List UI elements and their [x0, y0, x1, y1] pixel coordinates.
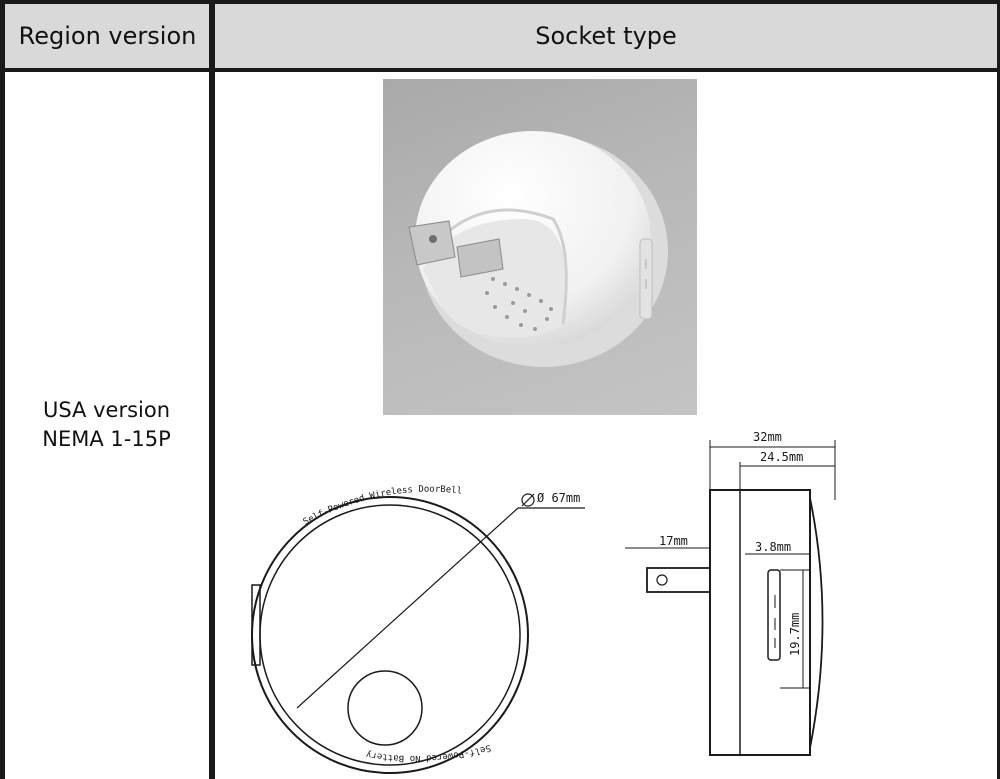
table-border-middle	[209, 0, 215, 779]
dim-prong-length: 17mm	[659, 534, 688, 548]
technical-drawing: Self-Powered Wireless DoorBell Self-Powe…	[251, 430, 836, 774]
doorbell-receiver-photo	[383, 79, 697, 415]
dim-slot-width: 3.8mm	[755, 540, 791, 554]
region-line-1: USA version	[42, 398, 171, 422]
region-cell: USA version NEMA 1-15P	[5, 396, 208, 454]
front-view	[251, 493, 585, 774]
header-region-version: Region version	[5, 4, 210, 68]
header-socket-type: Socket type	[215, 4, 997, 68]
table-border-top	[0, 0, 1000, 4]
dim-slot-height: 19.7mm	[788, 613, 802, 656]
doorbell-render	[408, 131, 668, 367]
diameter-label: Ø 67mm	[537, 491, 580, 505]
side-view	[625, 440, 836, 756]
dim-body-depth: 24.5mm	[760, 450, 803, 464]
table-border-left	[0, 0, 5, 779]
table-border-right	[997, 0, 1000, 779]
table-border-header	[0, 68, 1000, 72]
region-line-2: NEMA 1-15P	[42, 427, 171, 451]
dim-overall-depth: 32mm	[753, 430, 782, 444]
